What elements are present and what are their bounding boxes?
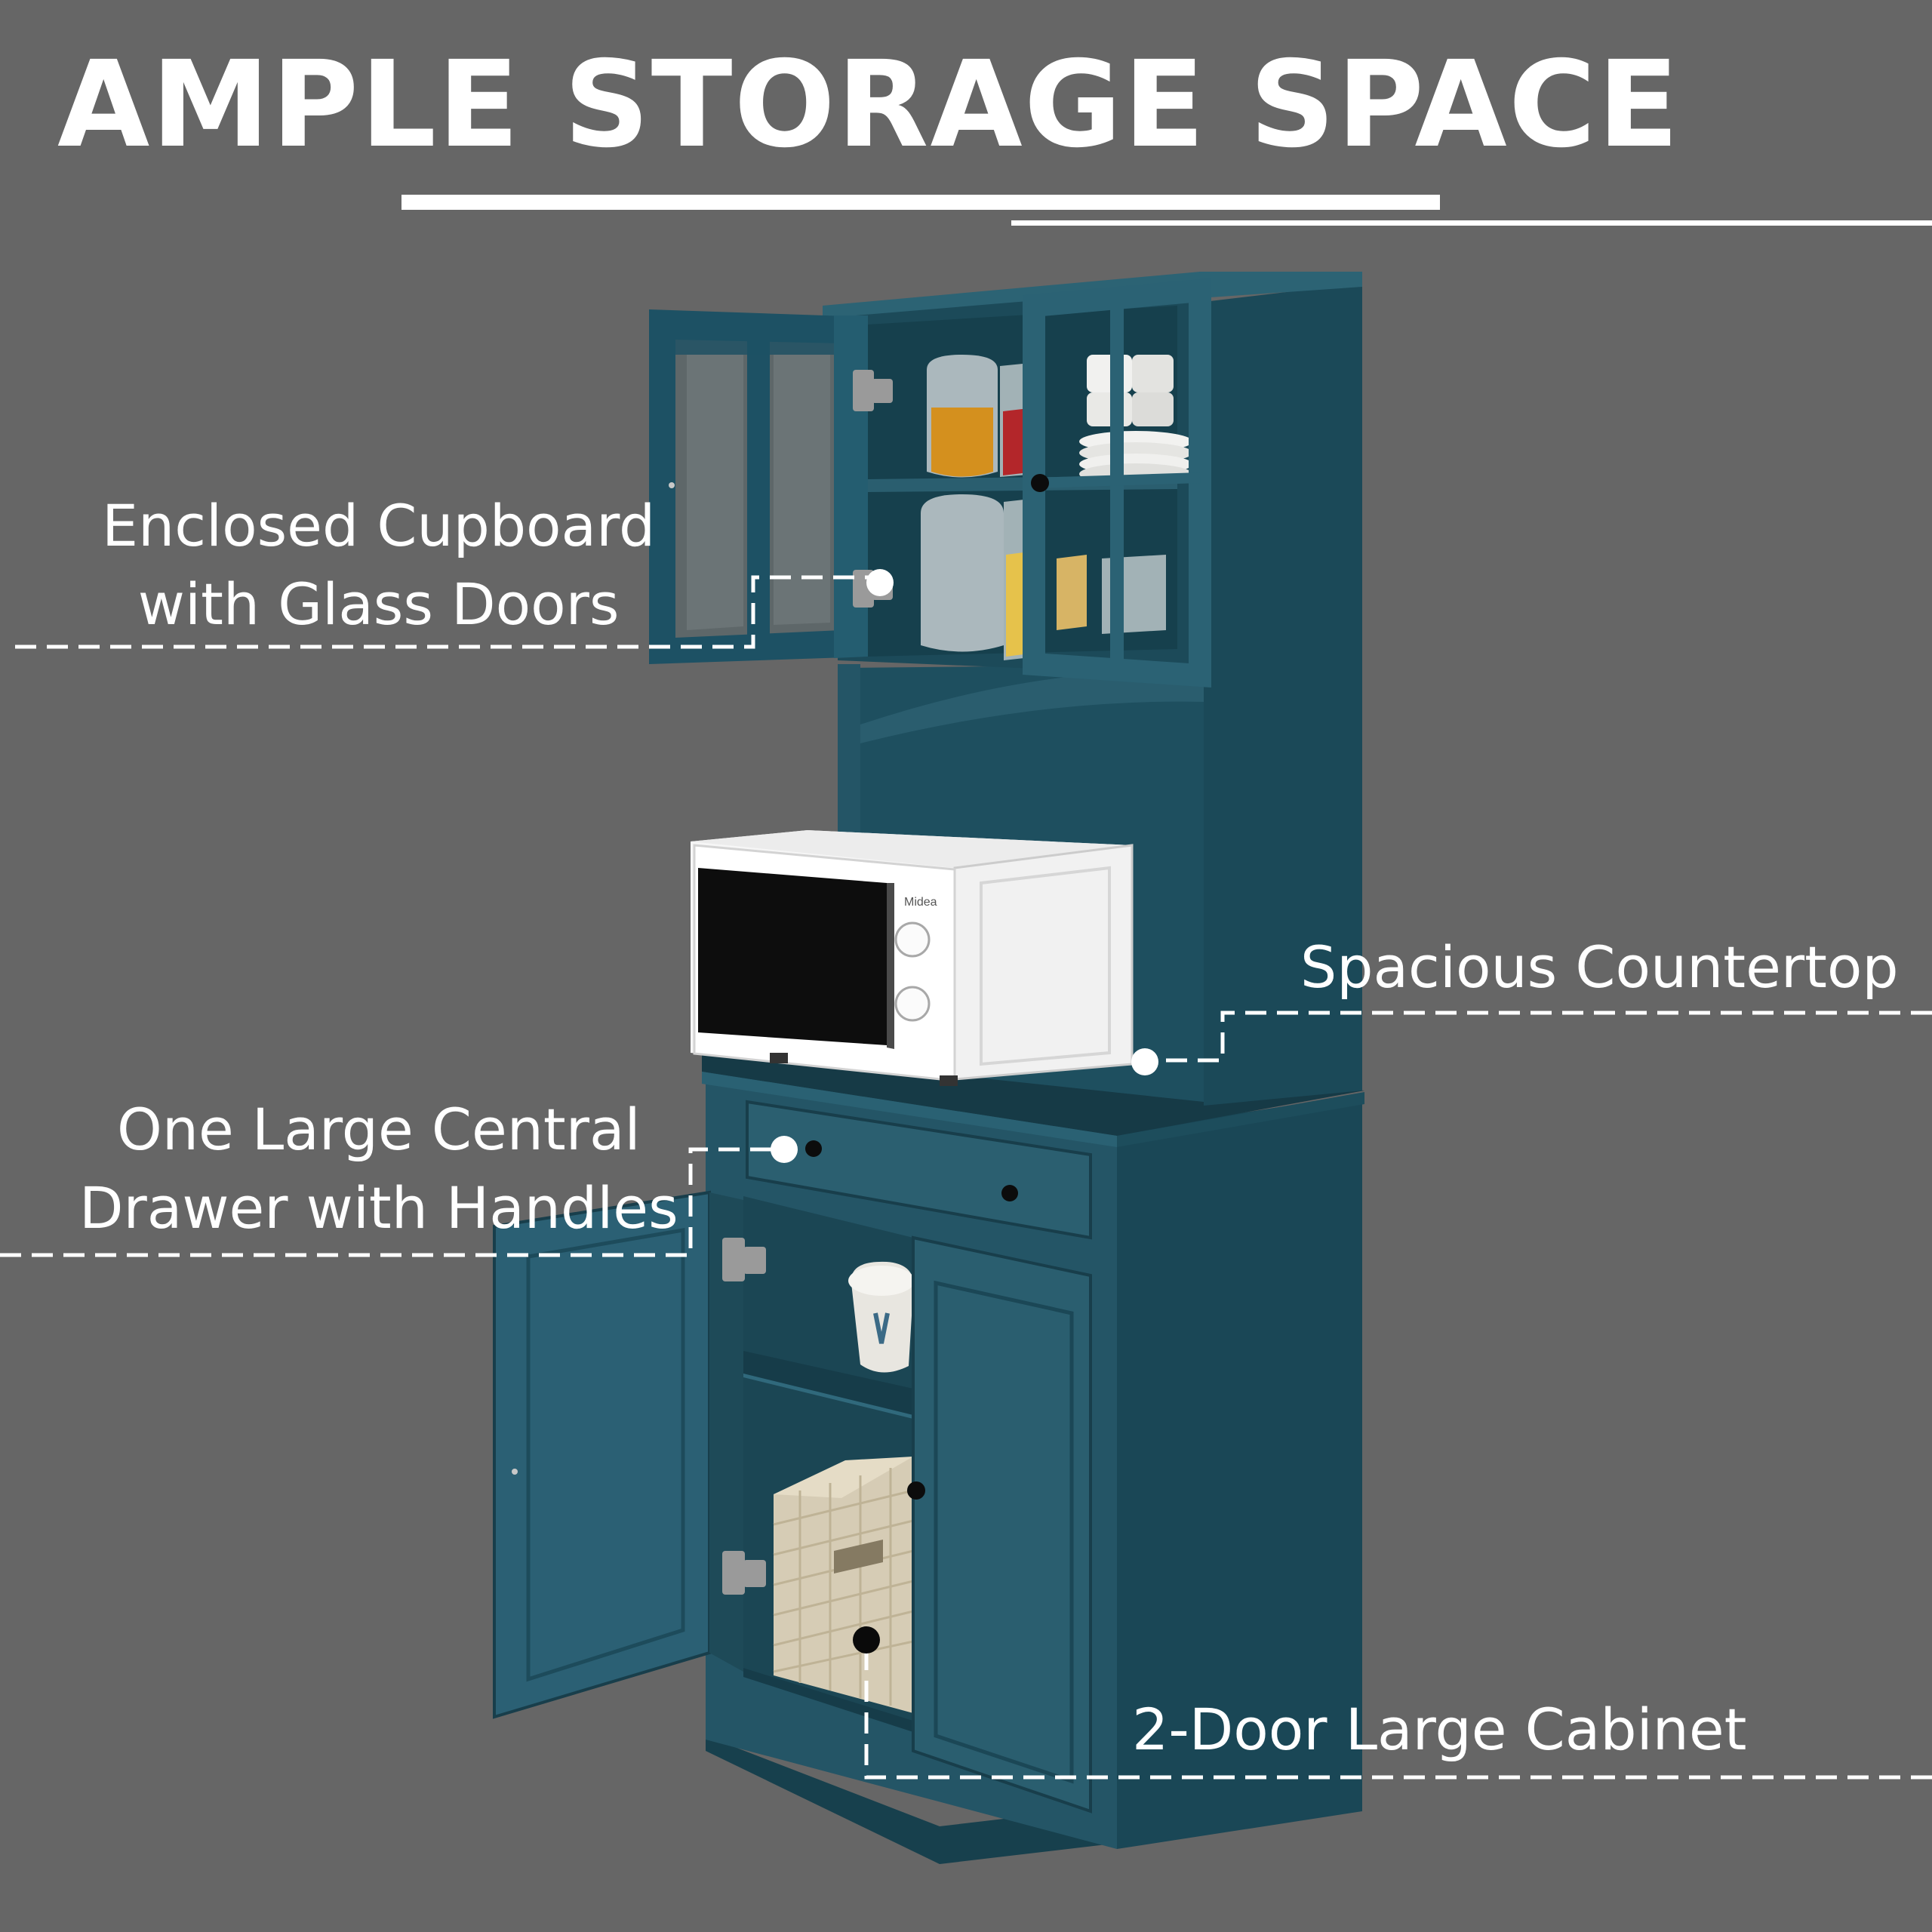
microwave-window	[698, 868, 887, 1045]
left-glass-door	[649, 309, 868, 664]
right-cabinet-door	[912, 1235, 1092, 1814]
callout-dot	[771, 1136, 798, 1163]
callout-line: One Large Central	[117, 1096, 641, 1163]
dishes	[1079, 355, 1192, 485]
interior-shelf	[743, 1351, 913, 1415]
callout-dot	[866, 569, 894, 596]
timer-knob	[894, 921, 931, 958]
countertop	[702, 1053, 1364, 1136]
drawer-handle	[1001, 1185, 1018, 1201]
power-knob	[894, 986, 931, 1022]
hutch-arch	[860, 670, 1204, 743]
drawer-front	[746, 1100, 1092, 1240]
page-title: AMPLE STORAGE SPACE	[57, 35, 1681, 174]
drawer-handle	[805, 1140, 822, 1157]
countertop-callout: Spacious Countertop	[1300, 928, 1899, 1007]
door-knob	[1031, 474, 1049, 492]
callout-leaders	[0, 575, 1932, 1780]
lower-cabinet-side	[1117, 1094, 1362, 1849]
hutch-side	[1204, 283, 1362, 1106]
callout-dot	[853, 1626, 880, 1654]
accent-line	[1011, 220, 1932, 226]
right-glass-door	[1023, 278, 1211, 688]
hinge-icon	[722, 1238, 766, 1595]
callout-line: Spacious Countertop	[1300, 934, 1899, 1001]
woven-basket	[773, 1457, 914, 1713]
cupboard-callout: Enclosed Cupboard with Glass Doors	[102, 487, 655, 644]
callout-line: with Glass Doors	[137, 571, 620, 638]
callout-line: Drawer with Handles	[79, 1174, 678, 1241]
microwave-brand: Midea	[904, 896, 937, 909]
door-knob	[907, 1481, 925, 1500]
drawer-callout: One Large Central Drawer with Handles	[79, 1091, 678, 1247]
callout-dot	[1131, 1048, 1158, 1075]
microwave	[691, 830, 1134, 1086]
callout-line: Enclosed Cupboard	[102, 492, 656, 559]
bowl	[848, 1261, 915, 1373]
headline-underline	[401, 195, 1440, 210]
cabinet-callout: 2-Door Large Cabinet	[1132, 1690, 1746, 1769]
callout-line: 2-Door Large Cabinet	[1132, 1696, 1747, 1763]
